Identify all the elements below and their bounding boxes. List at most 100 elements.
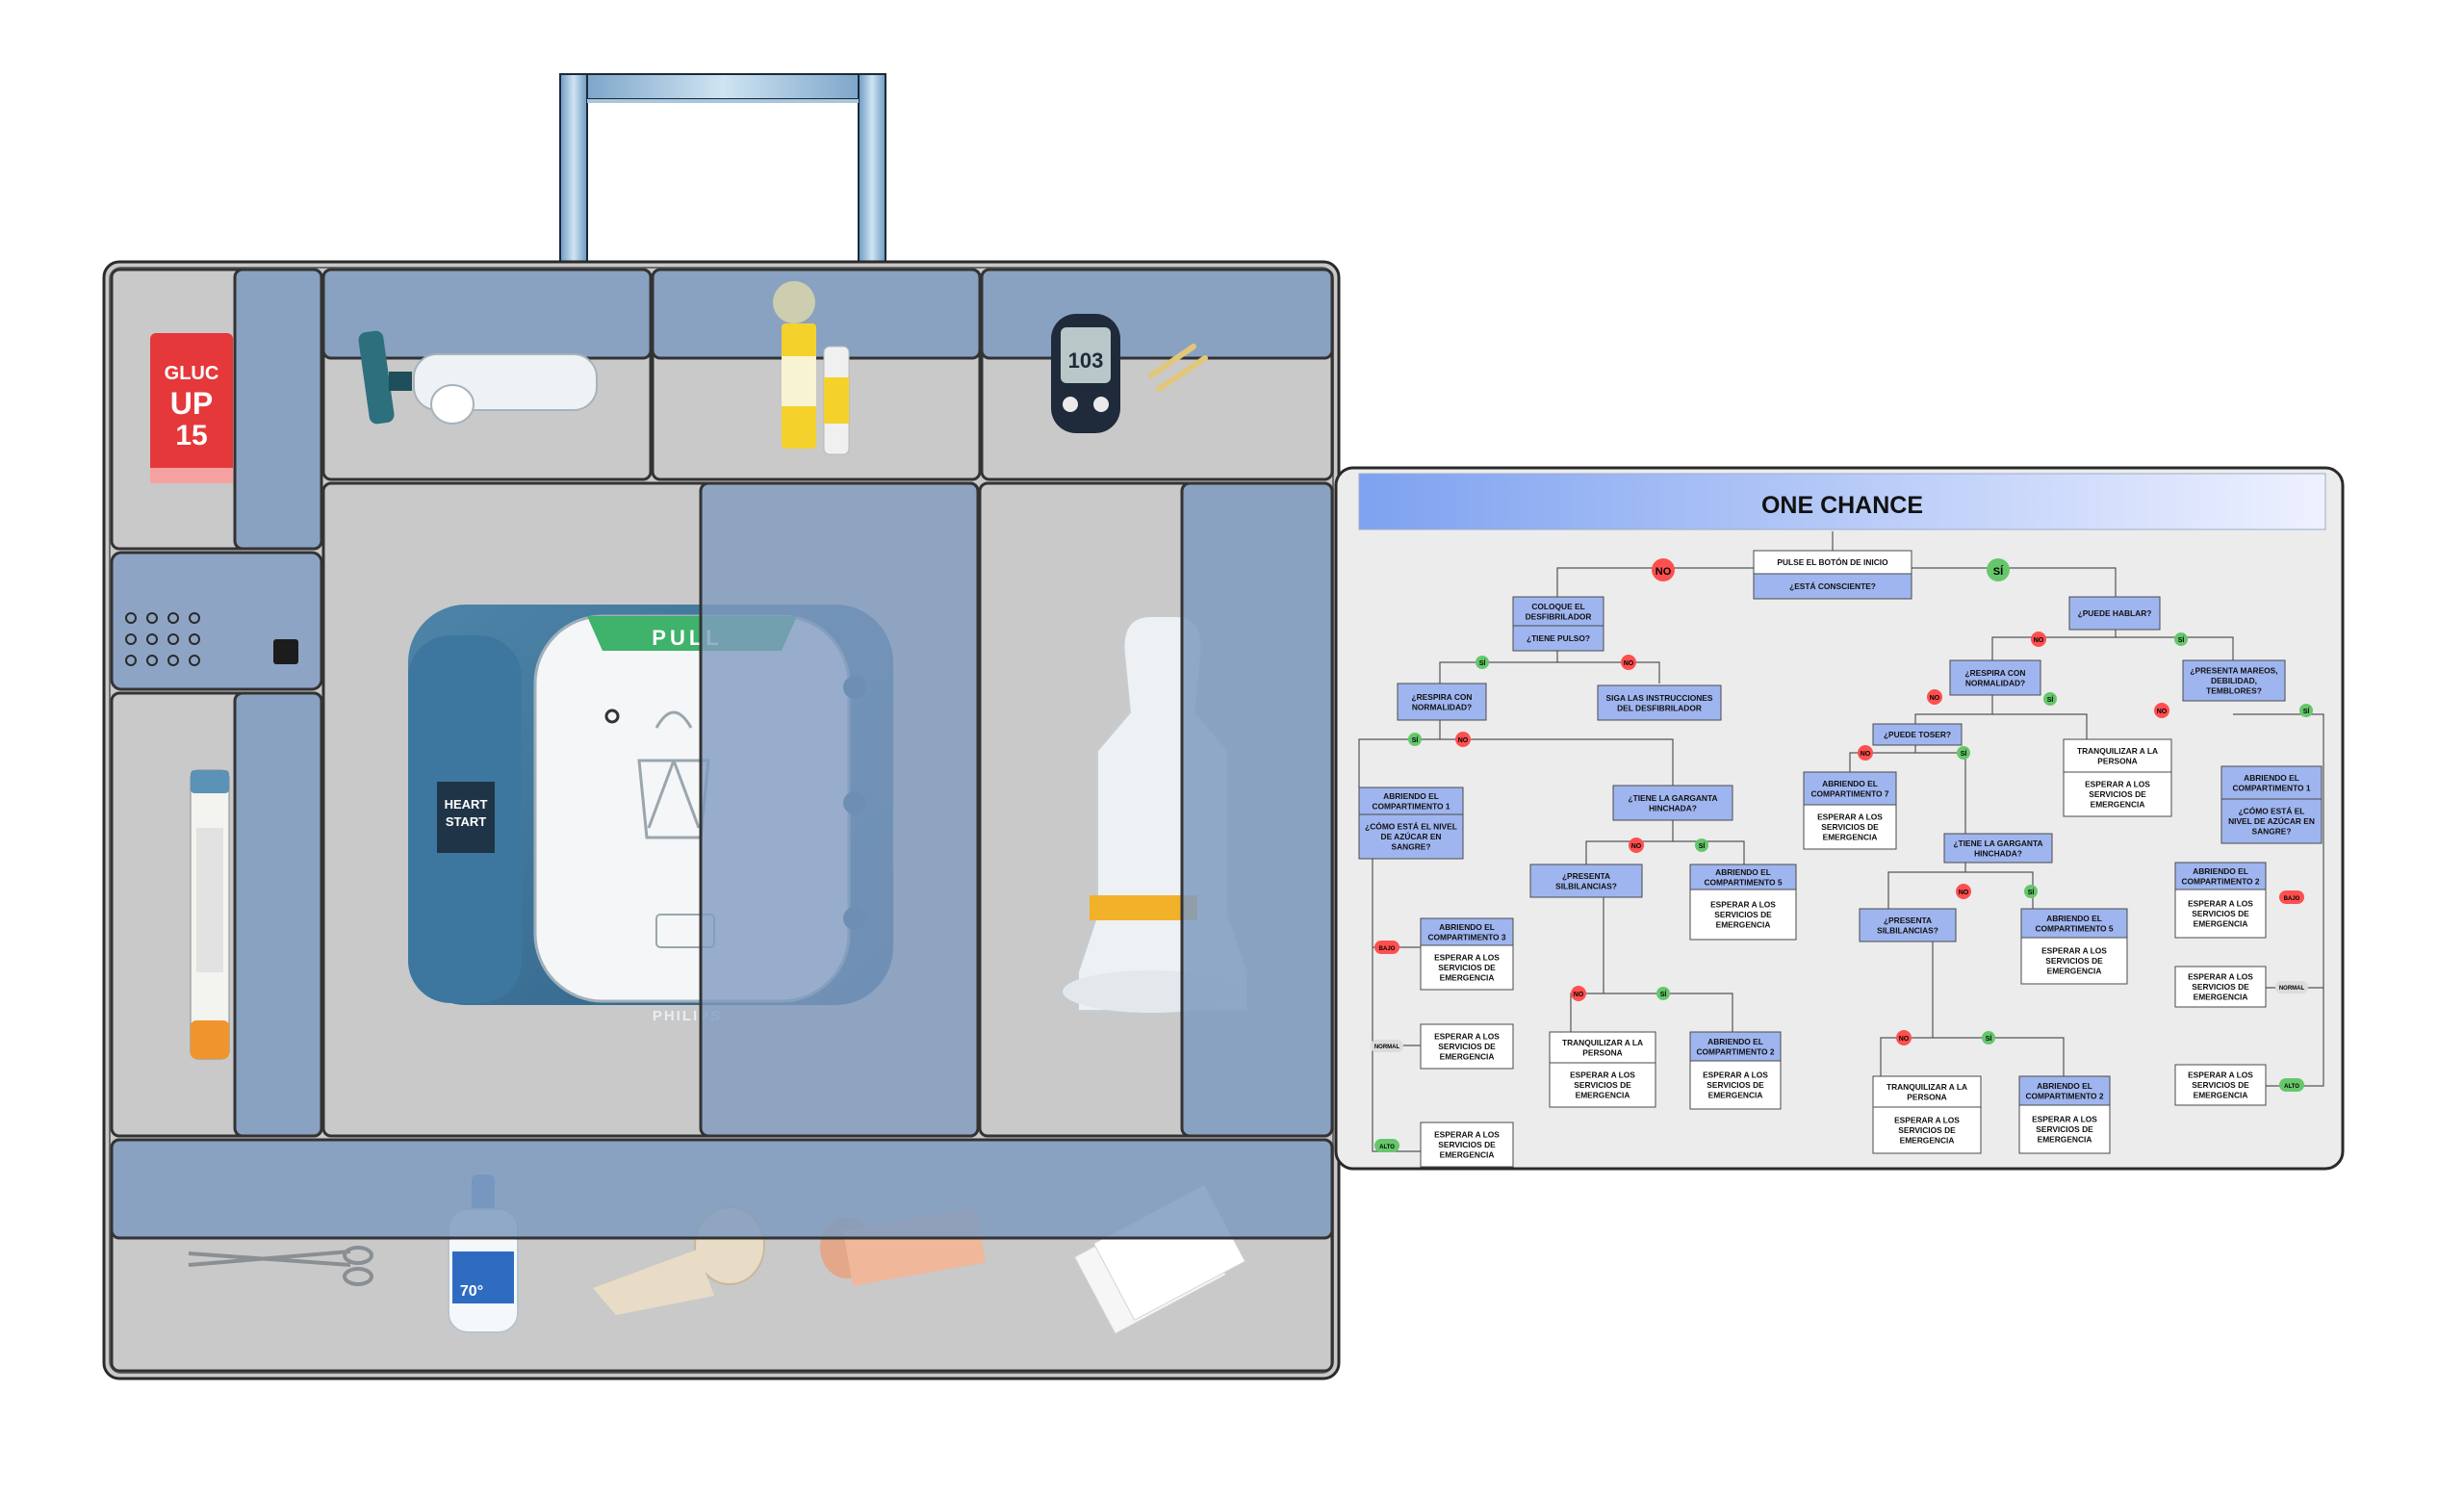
flow-node-has-pulse: ¿TIENE PULSO?	[1512, 625, 1604, 652]
svg-text:NO: NO	[1959, 890, 1969, 896]
flow-node-box	[1949, 659, 2041, 696]
flow-node-box	[1420, 1122, 1514, 1168]
flow-node-text: ESPERAR A LOS	[1710, 900, 1776, 910]
badge-no-throat-b: NO	[1956, 884, 1971, 899]
svg-text:ALTO: ALTO	[2284, 1084, 2299, 1090]
badge-no-throat-a: NO	[1629, 838, 1644, 853]
flow-node-text: ABRIENDO EL	[2244, 773, 2299, 783]
glucometer-icon: 103	[1051, 314, 1208, 433]
keypad-icon[interactable]	[125, 612, 200, 666]
badge-bajo-b: BAJO	[2279, 890, 2304, 904]
flow-node-text: ESPERAR A LOS	[2085, 780, 2150, 789]
flow-node-conscious: ¿ESTÁ CONSCIENTE?	[1753, 573, 1912, 600]
flow-node-text: SERVICIOS DE	[1898, 1125, 1956, 1135]
flow-node-text: SERVICIOS DE	[2192, 982, 2249, 992]
flow-node-text: COMPARTIMENTO 2	[1696, 1046, 1774, 1056]
badge-si-breath-a: SÍ	[1408, 733, 1422, 746]
glucometer-door[interactable]	[980, 268, 1334, 360]
flow-node-box	[1420, 944, 1514, 991]
flow-node-text: SERVICIOS DE	[2192, 909, 2249, 918]
flow-node-text: EMERGENCIA	[1440, 973, 1495, 983]
flow-node-text: ¿PUEDE HABLAR?	[2078, 608, 2152, 618]
svg-text:NO: NO	[1861, 751, 1871, 758]
flow-node-box	[2068, 596, 2161, 631]
flow-node-text: ESPERAR A LOS	[1894, 1116, 1960, 1125]
first-aid-supplies-drawer[interactable]: 70°	[110, 1138, 1334, 1373]
flow-node-text: ABRIENDO EL	[2046, 914, 2102, 923]
badge-si-dizzy: SÍ	[2299, 704, 2313, 717]
flow-node-text: EMERGENCIA	[1440, 1052, 1495, 1062]
glucometer-compartment[interactable]: 103	[980, 268, 1334, 481]
glucose-gel-door[interactable]	[233, 268, 323, 551]
supplies-drawer-door[interactable]	[110, 1138, 1334, 1240]
defibrillator-compartment[interactable]: HEART START PULL PHILIPS	[321, 481, 980, 1138]
anti-choking-door[interactable]	[1180, 481, 1334, 1138]
keypad-panel[interactable]	[110, 551, 323, 691]
badge-si-throat-b: SÍ	[2024, 885, 2038, 898]
badge-si-main: SÍ	[1987, 558, 2010, 581]
svg-text:SÍ: SÍ	[2028, 888, 2036, 896]
flow-node-text: PULSE EL BOTÓN DE INICIO	[1777, 556, 1888, 567]
flow-node-text: ESPERAR A LOS	[1434, 1032, 1500, 1042]
flow-node-box	[1689, 889, 1797, 941]
flow-node-box	[1753, 573, 1912, 600]
flow-node-text: ESPERAR A LOS	[1434, 1130, 1500, 1140]
svg-text:NO: NO	[1899, 1036, 1910, 1043]
badge-si-wheeze-a: SÍ	[1656, 987, 1670, 1000]
svg-text:NO: NO	[1574, 992, 1584, 998]
epipen-compartment[interactable]	[110, 691, 323, 1138]
inhaler-compartment[interactable]	[321, 268, 653, 481]
kit-handle[interactable]	[559, 73, 886, 264]
flow-node-text: SERVICIOS DE	[2192, 1080, 2249, 1090]
flow-node-text: COMPARTIMENTO 1	[2232, 783, 2310, 792]
flow-node-box	[1689, 864, 1797, 890]
flow-node-text: DE AZÚCAR EN	[1381, 831, 1442, 841]
glucometer-reading: 103	[1068, 348, 1104, 373]
flow-node-text: SERVICIOS DE	[1438, 1140, 1496, 1149]
flow-node-box	[1803, 771, 1897, 806]
flow-node-text: PERSONA	[2097, 756, 2137, 765]
flow-node-text: TEMBLORES?	[2206, 686, 2262, 696]
flow-node-text: COMPARTIMENTO 7	[1810, 788, 1888, 798]
anti-choking-compartment[interactable]	[978, 481, 1334, 1138]
badge-no-breath-a: NO	[1455, 732, 1471, 747]
svg-text:SÍ: SÍ	[1993, 565, 2004, 578]
flow-node-box	[1512, 625, 1604, 652]
flow-node-text: ABRIENDO EL	[1822, 779, 1878, 788]
flow-node-box	[2063, 738, 2172, 773]
flow-node-text: ABRIENDO EL	[2193, 866, 2248, 876]
flow-node-text: EMERGENCIA	[1900, 1136, 1955, 1146]
svg-text:NO: NO	[1631, 843, 1642, 850]
badge-bajo-a: BAJO	[1374, 941, 1399, 954]
svg-text:SÍ: SÍ	[1961, 749, 1968, 758]
badge-no-dizzy: NO	[2154, 703, 2169, 718]
adrenaline-compartment[interactable]	[651, 268, 982, 481]
badge-normal-b: NORMAL	[2275, 981, 2308, 993]
flow-node-box	[1689, 1031, 1782, 1062]
flow-node-text: SANGRE?	[1392, 842, 1431, 852]
scissors-icon	[188, 1246, 373, 1286]
svg-text:NO: NO	[2034, 637, 2044, 644]
flow-node-start: PULSE EL BOTÓN DE INICIO	[1753, 550, 1912, 575]
flow-node-text: PERSONA	[1907, 1092, 1946, 1101]
glucose-pack-line1: GLUC	[165, 363, 219, 384]
flow-node-text: ESPERAR A LOS	[1703, 1070, 1768, 1080]
flow-node-text: TRANQUILIZAR A LA	[2077, 746, 2158, 756]
glucose-gel-compartment[interactable]: GLUC UP 15	[110, 268, 323, 551]
epipen-door[interactable]	[233, 691, 323, 1138]
flow-node-box	[2018, 1104, 2111, 1154]
flow-node-text: SERVICIOS DE	[1821, 822, 1879, 832]
defibrillator-door[interactable]	[699, 481, 980, 1138]
badge-no-speak: NO	[2031, 632, 2046, 647]
alcohol-label: 70°	[460, 1283, 483, 1300]
